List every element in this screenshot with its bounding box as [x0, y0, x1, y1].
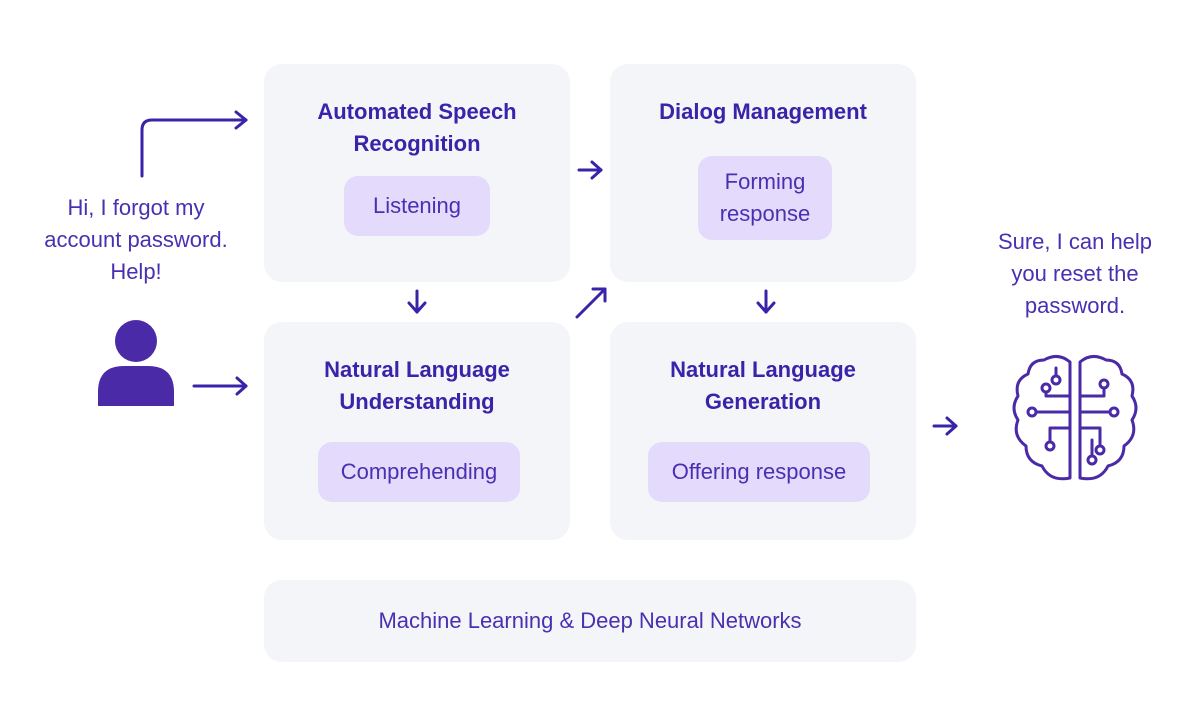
arrow-user-to-nlu	[192, 376, 248, 396]
arrow-nlg-to-bot	[932, 416, 958, 436]
asr-activity: Listening	[344, 176, 490, 236]
asr-card: Automated Speech Recognition Listening	[264, 64, 570, 282]
nlu-activity: Comprehending	[318, 442, 520, 502]
bot-message: Sure, I can help you reset the password.	[997, 229, 1153, 318]
arrow-asr-to-dm	[577, 160, 603, 180]
dialog-management-activity: Forming response	[698, 156, 832, 240]
arrow-user-to-asr	[140, 110, 248, 178]
arrow-asr-to-nlu	[407, 289, 427, 314]
nlg-activity: Offering response	[648, 442, 870, 502]
foundation-label: Machine Learning & Deep Neural Networks	[378, 608, 802, 633]
dialog-management-title: Dialog Management	[659, 99, 867, 124]
nlu-card: Natural Language Understanding Comprehen…	[264, 322, 570, 540]
nlg-title: Natural Language Generation	[670, 357, 856, 414]
brain-circuit-icon	[1012, 355, 1138, 481]
user-message: Hi, I forgot my account password. Help!	[44, 195, 228, 284]
arrow-nlu-to-dm	[575, 287, 607, 319]
arrow-dm-to-nlg	[756, 289, 776, 314]
nlg-card: Natural Language Generation Offering res…	[610, 322, 916, 540]
nlu-title: Natural Language Understanding	[324, 357, 510, 414]
foundation-bar: Machine Learning & Deep Neural Networks	[264, 580, 916, 662]
brain-circuit-nodes	[1026, 374, 1120, 466]
user-icon	[98, 320, 174, 406]
asr-title: Automated Speech Recognition	[317, 99, 517, 156]
dialog-management-card: Dialog Management Forming response	[610, 64, 916, 282]
